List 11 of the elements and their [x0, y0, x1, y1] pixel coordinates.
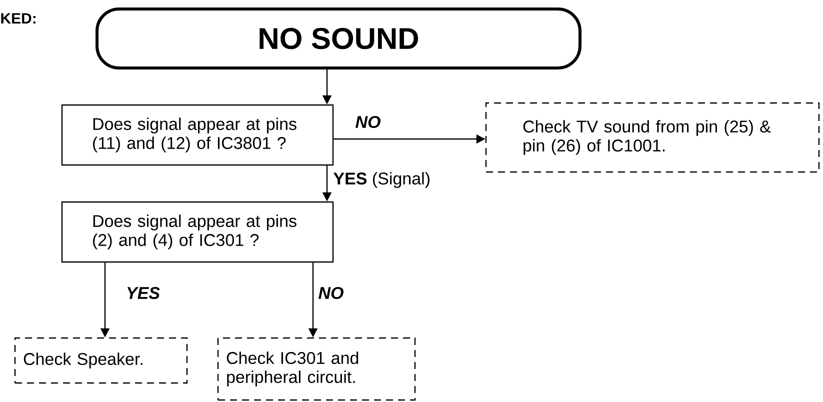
edge-label: NO	[317, 286, 345, 300]
edge-label: YES	[125, 286, 162, 300]
decision-box: Does signal appear at pins (11) and (12) of IC3801 ?	[61, 104, 334, 166]
edge-label: NO	[354, 114, 382, 130]
cut-off-text: KED:	[1, 13, 36, 24]
decision-box: Does signal appear at pins (2) and (4) of IC301 ?	[61, 201, 334, 263]
terminal-box: NO SOUND	[96, 8, 582, 70]
action-box: Check Speaker.	[14, 337, 188, 384]
edge-label: YES (Signal)	[332, 171, 432, 189]
action-box: Check IC301 and peripheral circuit.	[217, 337, 416, 401]
action-box: Check TV sound from pin (25) & pin (26) of IC1001.	[485, 102, 820, 173]
